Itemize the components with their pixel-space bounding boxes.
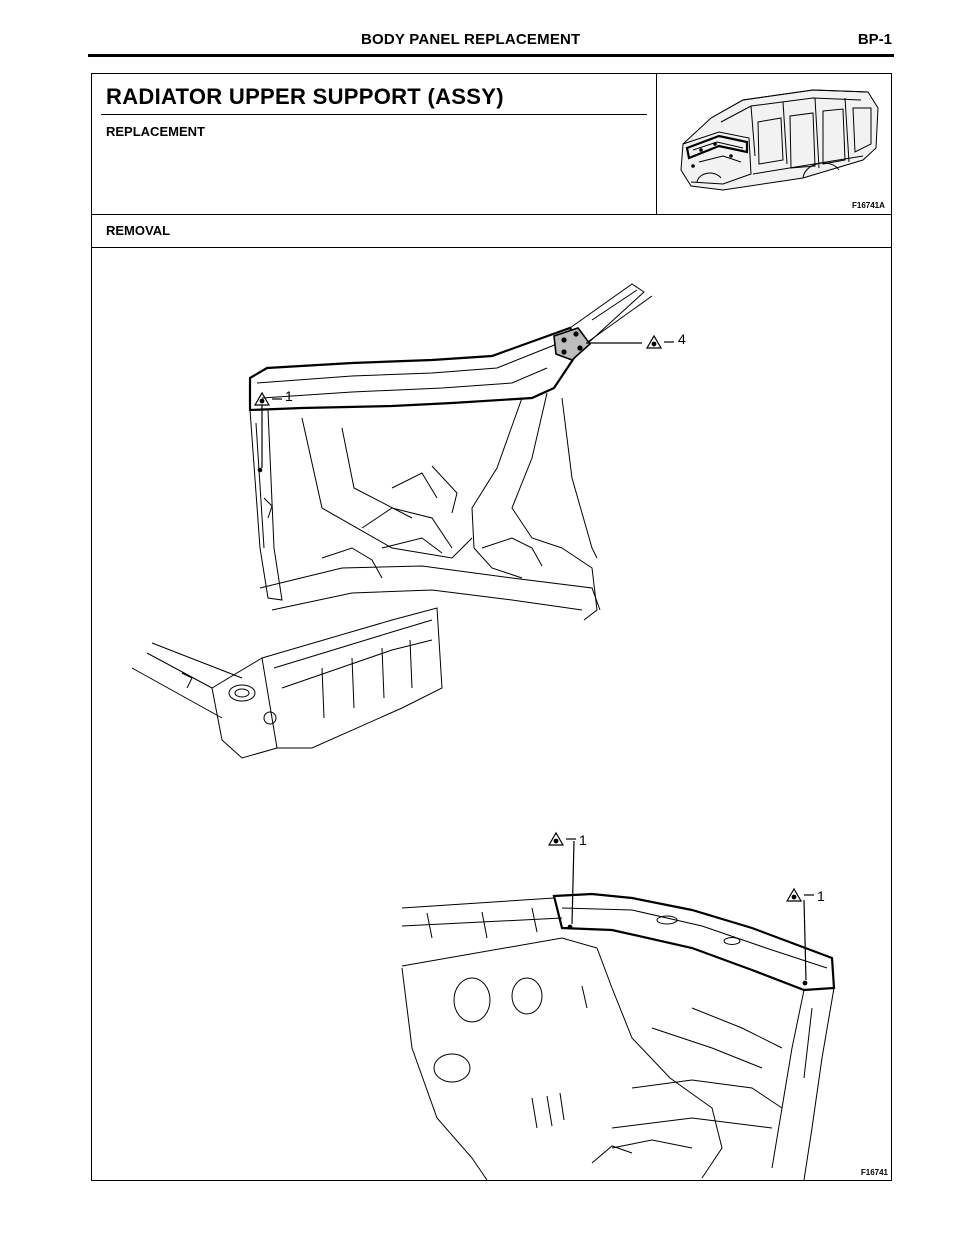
subsection-title: REPLACEMENT [106, 124, 205, 139]
spot-weld-icon [547, 831, 576, 846]
removal-diagram: 1 4 1 1 F16741 [92, 248, 891, 1180]
content-frame: RADIATOR UPPER SUPPORT (ASSY) REPLACEMEN… [91, 73, 892, 1181]
removal-heading-row: REMOVAL [92, 215, 891, 248]
title-divider [101, 114, 647, 115]
title-cell: RADIATOR UPPER SUPPORT (ASSY) REPLACEMEN… [92, 74, 657, 215]
callout-label: 1 [285, 388, 293, 404]
spot-weld-icon [645, 334, 674, 349]
radiator-support-illustration [131, 283, 836, 1180]
callout-label: 4 [678, 331, 686, 347]
main-figure-code: F16741 [860, 1168, 888, 1177]
callout-label: 1 [579, 832, 587, 848]
callout-label: 1 [817, 888, 825, 904]
vehicle-body-illustration [680, 89, 879, 191]
page-header: BODY PANEL REPLACEMENT BP-1 [88, 28, 894, 57]
page-number: BP-1 [857, 31, 892, 48]
spot-weld-icon [785, 887, 814, 902]
spot-weld-icon [253, 391, 282, 406]
manual-section-title: BODY PANEL REPLACEMENT [361, 31, 581, 48]
section-title: RADIATOR UPPER SUPPORT (ASSY) [106, 84, 504, 109]
vehicle-overview-figure: F16741A [657, 74, 891, 215]
removal-heading: REMOVAL [106, 223, 171, 238]
overview-figure-code: F16741A [852, 201, 885, 210]
